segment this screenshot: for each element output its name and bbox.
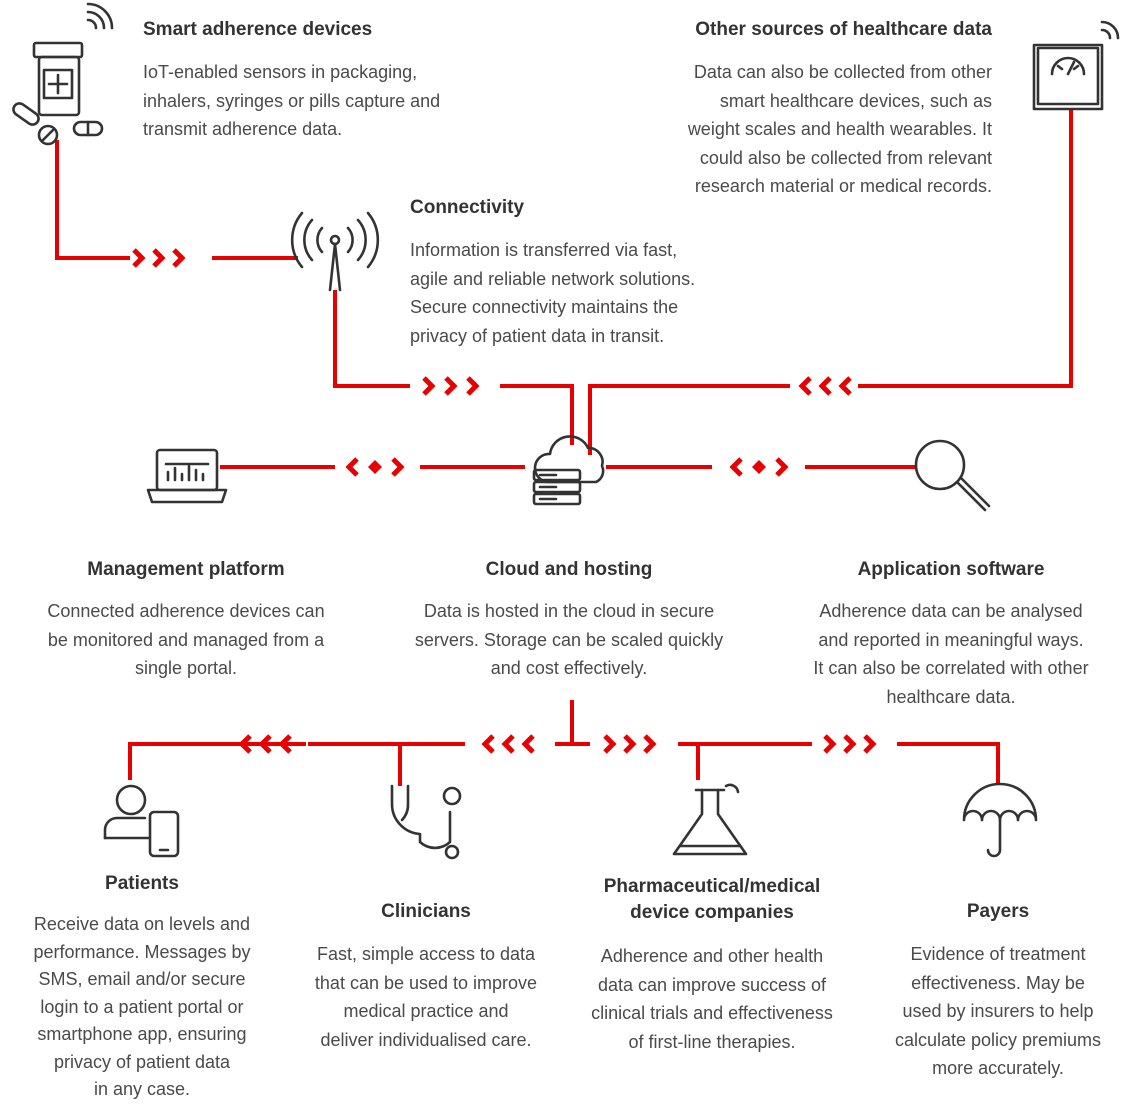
patients-line: Receive data on levels and	[33, 914, 251, 934]
connectivity-line: Secure connectivity maintains the	[410, 297, 679, 317]
smart-devices-desc: IoT-enabled sensors in packaging, inhale…	[143, 58, 523, 144]
umbrella-icon	[962, 782, 1038, 858]
patients-line: SMS, email and/or secure	[38, 969, 246, 989]
clinicians-title: Clinicians	[381, 901, 471, 922]
application-title: Application software	[857, 559, 1045, 580]
arrow-antenna-to-cloud	[422, 376, 480, 396]
arrow-devices-to-antenna	[132, 248, 186, 268]
clinicians-line: medical practice and	[343, 1001, 509, 1021]
connectivity-title: Connectivity	[410, 197, 525, 218]
flask-icon	[672, 783, 748, 856]
application-line: healthcare data.	[886, 686, 1016, 707]
line-to-payers	[897, 742, 1000, 785]
other-sources-line: smart healthcare devices, such as	[719, 90, 992, 111]
patients-title: Patients	[105, 873, 179, 894]
other-sources-desc: Data can also be collected from other sm…	[572, 58, 992, 201]
management-line: be monitored and managed from a	[47, 629, 325, 650]
application-line: It can also be correlated with other	[813, 658, 1089, 678]
management-desc: Connected adherence devices can be monit…	[16, 597, 356, 683]
application-line: Adherence data can be analysed	[819, 601, 1083, 621]
management-line: Connected adherence devices can	[47, 601, 325, 621]
payers-line: Evidence of treatment	[910, 944, 1086, 964]
connectivity-desc: Information is transferred via fast, agi…	[410, 236, 790, 350]
connectivity-line: Information is transferred via fast,	[410, 240, 678, 260]
clinicians-line: that can be used to improve	[314, 972, 538, 993]
connectivity-line: agile and reliable network solutions.	[410, 268, 696, 289]
arrow-to-patients	[238, 734, 292, 754]
patients-line: login to a patient portal or	[40, 996, 244, 1017]
line-sources-to-cloud	[858, 110, 1073, 388]
line-devices-to-antenna	[55, 140, 130, 260]
other-sources-line: could also be collected from relevant	[699, 147, 992, 168]
clinicians-line: deliver individualised care.	[320, 1029, 532, 1050]
cloud-title: Cloud and hosting	[485, 559, 653, 580]
other-sources-line: research material or medical records.	[694, 176, 992, 196]
other-sources-line: weight scales and health wearables. It	[687, 119, 992, 139]
management-line: single portal.	[134, 658, 238, 678]
cloud-line: Data is hosted in the cloud in secure	[423, 601, 715, 621]
patients-line: smartphone app, ensuring	[37, 1024, 247, 1044]
other-sources-title: Other sources of healthcare data	[695, 19, 992, 40]
stethoscope-icon	[390, 784, 462, 860]
patients-line: performance. Messages by	[33, 941, 251, 962]
line-to-patients	[128, 742, 306, 780]
pill-bottle-icon	[12, 2, 114, 146]
payers-desc: Evidence of treatment effectiveness. May…	[866, 940, 1125, 1083]
cloud-line: and cost effectively.	[490, 658, 648, 678]
payers-line: used by insurers to help	[902, 1001, 1094, 1021]
patients-desc: Receive data on levels and performance. …	[2, 911, 282, 1104]
pharma-line: Adherence and other health	[600, 946, 824, 966]
pharma-line: data can improve success of	[597, 974, 827, 995]
antenna-icon	[290, 211, 380, 292]
patients-line: in any case.	[93, 1079, 191, 1099]
smart-devices-line: IoT-enabled sensors in packaging,	[143, 62, 418, 82]
connector-lines	[55, 110, 1073, 786]
payers-title: Payers	[966, 901, 1030, 922]
arrow-to-pharma	[603, 734, 657, 754]
clinicians-desc: Fast, simple access to data that can be …	[286, 940, 566, 1054]
line-sources-to-cloud-2	[588, 384, 790, 455]
magnifier-icon	[914, 439, 991, 512]
payers-line: effectiveness. May be	[911, 972, 1085, 993]
arrow-mgmt-bidirectional	[345, 457, 405, 477]
pharma-title-line: Pharmaceutical/medical	[603, 876, 821, 897]
arrow-sources-to-cloud	[798, 376, 852, 396]
cloud-line: servers. Storage can be scaled quickly	[414, 629, 724, 650]
smart-devices-title: Smart adherence devices	[143, 19, 373, 40]
clinicians-line: Fast, simple access to data	[316, 944, 536, 964]
smart-devices-line: inhalers, syringes or pills capture and	[143, 90, 441, 111]
pharma-title-line: device companies	[630, 902, 794, 923]
cloud-desc: Data is hosted in the cloud in secure se…	[384, 597, 754, 683]
patients-line: privacy of patient data	[53, 1051, 231, 1072]
line-antenna-to-cloud-2	[500, 384, 574, 445]
payers-line: calculate policy premiums	[894, 1029, 1102, 1050]
pharma-line: of first-line therapies.	[628, 1031, 796, 1052]
pharma-desc: Adherence and other health data can impr…	[562, 942, 862, 1056]
line-antenna-to-cloud	[333, 290, 410, 388]
patient-phone-icon	[103, 784, 180, 858]
application-desc: Adherence data can be analysed and repor…	[776, 597, 1125, 711]
arrow-app-bidirectional	[729, 457, 789, 477]
payers-line: more accurately.	[932, 1058, 1064, 1078]
laptop-dashboard-icon	[146, 448, 228, 504]
cloud-server-icon	[532, 435, 605, 506]
other-sources-line: Data can also be collected from other	[693, 62, 992, 82]
connectivity-line: privacy of patient data in transit.	[410, 325, 665, 346]
arrow-to-clinicians	[481, 734, 535, 754]
pharma-line: clinical trials and effectiveness	[591, 1003, 833, 1023]
management-title: Management platform	[87, 559, 285, 580]
pharma-title: Pharmaceutical/medical device companies	[562, 874, 862, 926]
arrow-to-payers	[823, 734, 877, 754]
application-line: and reported in meaningful ways.	[818, 629, 1084, 650]
smart-devices-line: transmit adherence data.	[143, 119, 343, 139]
weight-scale-icon	[1032, 20, 1120, 111]
